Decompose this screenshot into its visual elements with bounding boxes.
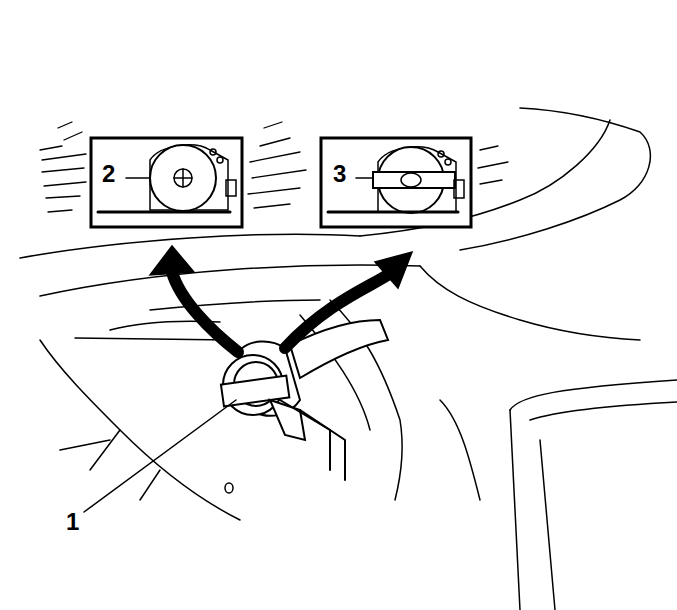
view-arrow: [150, 246, 412, 352]
vehicle-body-lines: [20, 108, 677, 610]
sensor-component: [221, 320, 388, 480]
leader-line: [84, 400, 236, 512]
callout-wrap: 1: [64, 510, 81, 534]
callout-wrap: 2: [100, 162, 117, 186]
callout-number: 1: [64, 510, 81, 534]
callout-number: 2: [100, 162, 117, 186]
inset-view: [91, 138, 242, 227]
inset-view: [321, 138, 471, 227]
callout-number: 3: [331, 162, 348, 186]
callout-wrap: 3: [331, 162, 348, 186]
